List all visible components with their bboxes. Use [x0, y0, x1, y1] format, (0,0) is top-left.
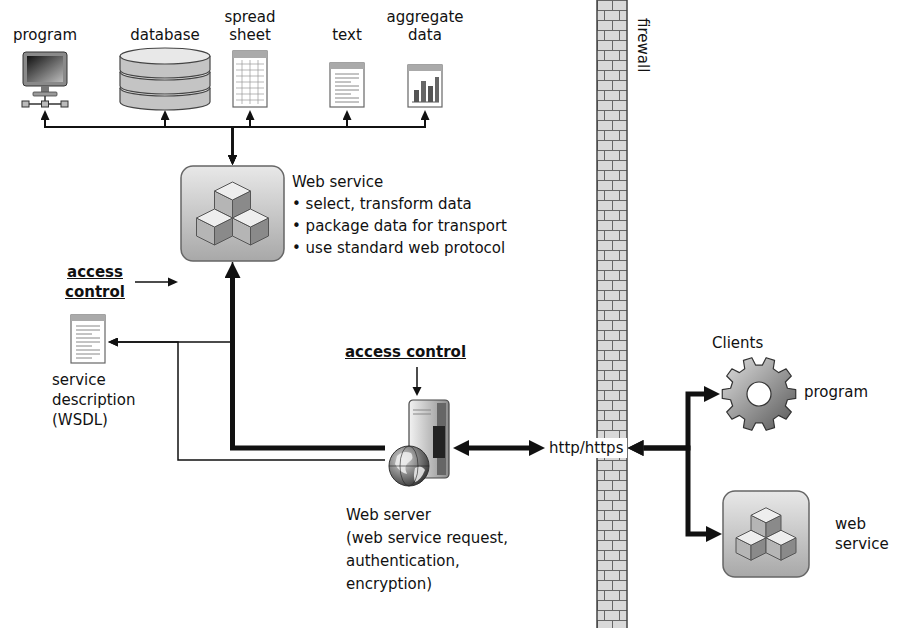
connector — [165, 120, 233, 155]
node-title: database — [130, 26, 200, 44]
gear-symbol — [720, 355, 798, 433]
node-title: service description (WSDL) — [52, 370, 162, 430]
aggregate-data-icon: aggregate data — [405, 62, 445, 110]
server-symbol — [385, 398, 453, 490]
protocol-node: http/https — [545, 438, 627, 458]
cubes-symbol — [180, 165, 285, 262]
client-web-service-box: web service — [722, 490, 810, 578]
text-document-icon: text — [327, 60, 367, 110]
node-title: aggregate data — [380, 8, 470, 44]
node-title: spread sheet — [215, 8, 285, 44]
client-program-icon: program — [720, 355, 798, 433]
program-icon: program — [20, 50, 70, 110]
cubes-symbol — [722, 490, 810, 578]
db-symbol — [117, 48, 213, 110]
node-title: Web server — [346, 504, 536, 527]
access-control-label: access control — [345, 343, 466, 361]
node-detail: • package data for transport — [292, 215, 507, 237]
connector — [644, 448, 707, 534]
connector — [233, 120, 426, 155]
connector — [45, 120, 233, 155]
node-title: program — [804, 383, 868, 401]
firewall-wall — [597, 0, 627, 628]
connector — [118, 262, 233, 342]
connector — [233, 278, 386, 448]
firewall-label: firewall — [634, 18, 652, 72]
node-title: text — [332, 26, 362, 44]
database-icon: database — [117, 48, 213, 110]
access-control-arrow — [413, 367, 422, 396]
connector — [233, 120, 251, 155]
clients-heading: Clients — [712, 334, 763, 352]
wsdl-document-icon: service description (WSDL) — [68, 312, 108, 366]
node-text: http/https — [549, 439, 623, 457]
doc-symbol — [68, 312, 108, 366]
spreadsheet-icon: spread sheet — [230, 48, 270, 110]
node-detail: (web service request, authentication, en… — [346, 527, 536, 596]
connector — [469, 446, 529, 451]
access-control-label: access control — [55, 262, 135, 302]
access-control-arrow — [135, 278, 178, 287]
chart-symbol — [405, 62, 445, 110]
doc-symbol — [327, 60, 367, 110]
connector — [118, 342, 385, 460]
node-title: web service — [835, 514, 905, 554]
node-detail: • select, transform data — [292, 193, 507, 215]
node-title: Web service — [292, 171, 507, 193]
sheet-symbol — [230, 48, 270, 110]
node-detail: • use standard web protocol — [292, 237, 507, 259]
program-symbol — [20, 50, 70, 110]
node-title: program — [13, 26, 77, 44]
web-service-box: Web service• select, transform data• pac… — [180, 165, 285, 262]
web-server-icon: Web server(web service request, authenti… — [385, 398, 453, 490]
connector — [644, 394, 705, 448]
connector — [233, 120, 348, 155]
